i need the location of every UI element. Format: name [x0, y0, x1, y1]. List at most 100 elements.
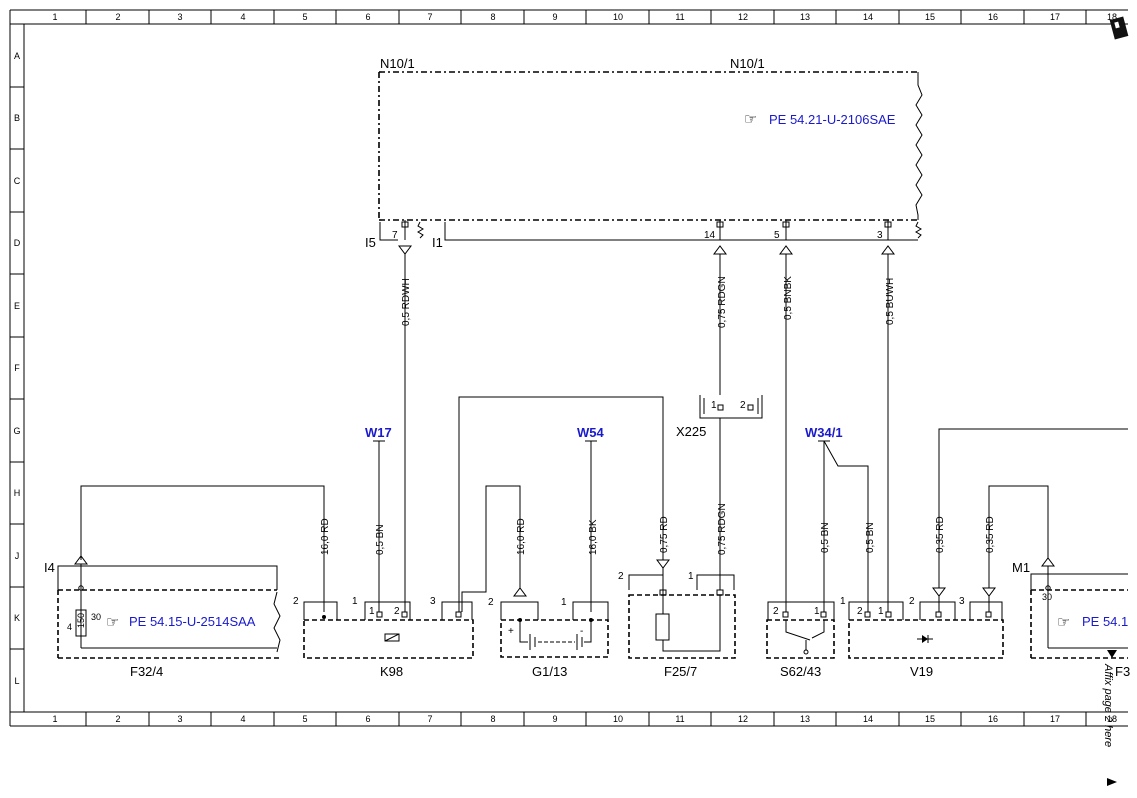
- col-label: 9: [552, 12, 557, 22]
- wire-label-bnbk: 0,5 BNBK: [783, 276, 794, 320]
- connector-i4: I4: [44, 560, 55, 575]
- ground-point-w34-1[interactable]: W34/1: [805, 425, 843, 440]
- col-label: 1: [52, 12, 57, 22]
- col-label: 11: [675, 714, 684, 724]
- wires-upper: [404, 254, 889, 612]
- row-label: H: [14, 488, 21, 498]
- component-label-f3: F3: [1115, 664, 1130, 679]
- col-label: 7: [427, 12, 432, 22]
- col-label: 4: [240, 714, 245, 724]
- col-label: 17: [1050, 12, 1060, 22]
- component-v19[interactable]: 1 2 3 2 1 V19: [840, 587, 1004, 679]
- module-label-n10-right: N10/1: [730, 56, 765, 71]
- ground-points: W17 W54 W34/1: [365, 425, 869, 612]
- wire-label-rd16-a: 16,0 RD: [320, 518, 331, 555]
- component-label-f25-7: F25/7: [664, 664, 697, 679]
- col-label: 10: [613, 714, 623, 724]
- col-label: 3: [177, 12, 182, 22]
- col-label: 13: [800, 12, 810, 22]
- component-f32-4[interactable]: I4 150 4 30 ☞ PE 54.15-U-2514SAA F32/4: [44, 555, 281, 679]
- connector-m1: M1: [1012, 560, 1030, 575]
- component-m1-partial[interactable]: M1 30 ☞ PE 54.1 F3: [1012, 557, 1130, 679]
- m1-reference-link[interactable]: PE 54.1: [1082, 614, 1128, 629]
- n10-reference-link[interactable]: PE 54.21-U-2106SAE: [769, 112, 896, 127]
- ground-point-w54[interactable]: W54: [577, 425, 605, 440]
- wire-label-bn05-c: 0,5 BN: [865, 522, 876, 553]
- component-label-s62-43: S62/43: [780, 664, 821, 679]
- v19-pin-2: 2: [909, 596, 915, 607]
- pin-7: 7: [392, 230, 398, 241]
- k98-pin-2-outer: 2: [293, 596, 299, 607]
- f25-pin-2: 2: [618, 571, 624, 582]
- affix-note-text: Affix page 2 here: [1102, 663, 1114, 747]
- wire-label-rdwh: 0,5 RDWH: [401, 278, 412, 326]
- k98-pin-1: 1: [352, 596, 358, 607]
- wire-label-rd035-b: 0,35 RD: [985, 516, 996, 553]
- wire-label-bk16: 16,0 BK: [588, 519, 599, 555]
- row-label: A: [14, 51, 20, 61]
- corner-marker-icon: [1109, 16, 1129, 40]
- wire-label-rdgn-top: 0,75 RDGN: [717, 276, 728, 328]
- v19-pin-1: 1: [840, 596, 846, 607]
- f32-pin-30: 30: [91, 612, 101, 622]
- row-label: C: [14, 176, 21, 186]
- module-n10-1[interactable]: N10/1 N10/1 ☞ PE 54.21-U-2106SAE 7 14 5 …: [365, 56, 923, 250]
- col-label: 16: [988, 714, 998, 724]
- col-label: 9: [552, 714, 557, 724]
- row-label: J: [15, 551, 20, 561]
- ground-point-w17[interactable]: W17: [365, 425, 392, 440]
- pin-3: 3: [877, 230, 883, 241]
- f25-pin-1: 1: [688, 571, 694, 582]
- f32-reference-link[interactable]: PE 54.15-U-2514SAA: [129, 614, 256, 629]
- wire-label-bn05-b: 0,5 BN: [820, 522, 831, 553]
- reference-pointer-icon: ☞: [744, 110, 757, 128]
- connector-x225[interactable]: 1 2 X225: [676, 395, 763, 590]
- g1-pin-1: 1: [561, 597, 567, 608]
- component-label-f32-4: F32/4: [130, 664, 163, 679]
- battery-plus: +: [508, 626, 514, 637]
- col-label: 2: [115, 714, 120, 724]
- row-label: F: [14, 363, 20, 373]
- fuse-rating: 150: [76, 613, 86, 628]
- s62-pin-2: 2: [773, 606, 779, 617]
- component-f25-7[interactable]: 2 1 F25/7: [618, 559, 736, 679]
- wire-label-rd035-a: 0,35 RD: [935, 516, 946, 553]
- m1-pin-30: 30: [1042, 592, 1052, 602]
- col-label: 6: [365, 714, 370, 724]
- pin-14: 14: [704, 230, 716, 241]
- reference-pointer-icon: ☞: [1057, 613, 1070, 631]
- component-k98[interactable]: 2 1 3 1 2 K98: [293, 596, 474, 679]
- battery-minus: -: [580, 626, 583, 637]
- g1-pin-2: 2: [488, 597, 494, 608]
- row-label: B: [14, 113, 20, 123]
- row-label: G: [13, 426, 20, 436]
- wire-label-rdgn-bottom: 0,75 RDGN: [717, 503, 728, 555]
- col-label: 14: [863, 12, 873, 22]
- col-label: 17: [1050, 714, 1060, 724]
- col-label: 13: [800, 714, 810, 724]
- row-labels: A B C D E F G H J K L: [13, 51, 20, 686]
- col-label: 6: [365, 12, 370, 22]
- component-label-g1-13: G1/13: [532, 664, 567, 679]
- col-label: 7: [427, 714, 432, 724]
- wire-label-bn05-a: 0,5 BN: [375, 524, 386, 555]
- wire-label-rd16-b: 16,0 RD: [516, 518, 527, 555]
- reference-pointer-icon: ☞: [106, 613, 119, 631]
- row-label: D: [14, 238, 21, 248]
- x225-pin-2: 2: [740, 400, 746, 411]
- n10-pin-arrows: [398, 245, 895, 255]
- v19-in-2: 2: [857, 606, 863, 617]
- component-label-k98: K98: [380, 664, 403, 679]
- wire-labels: 0,5 RDWH 0,75 RDGN 0,5 BNBK 0,5 BUWH 16,…: [320, 276, 996, 555]
- component-label-v19: V19: [910, 664, 933, 679]
- jumper-wires: [80, 396, 1128, 612]
- k98-in-1: 1: [369, 606, 375, 617]
- row-label: E: [14, 301, 20, 311]
- v19-in-1: 1: [878, 606, 884, 617]
- s62-pin-1: 1: [814, 606, 820, 617]
- column-labels: 1 2 3 4 5 6 7 8 9 10 11 12 13 14 15 16 1…: [52, 12, 1117, 724]
- col-label: 8: [490, 714, 495, 724]
- component-g1-13[interactable]: 2 1 + - G1/13: [488, 587, 609, 679]
- pin-5: 5: [774, 230, 780, 241]
- component-s62-43[interactable]: 2 1 S62/43: [766, 601, 835, 679]
